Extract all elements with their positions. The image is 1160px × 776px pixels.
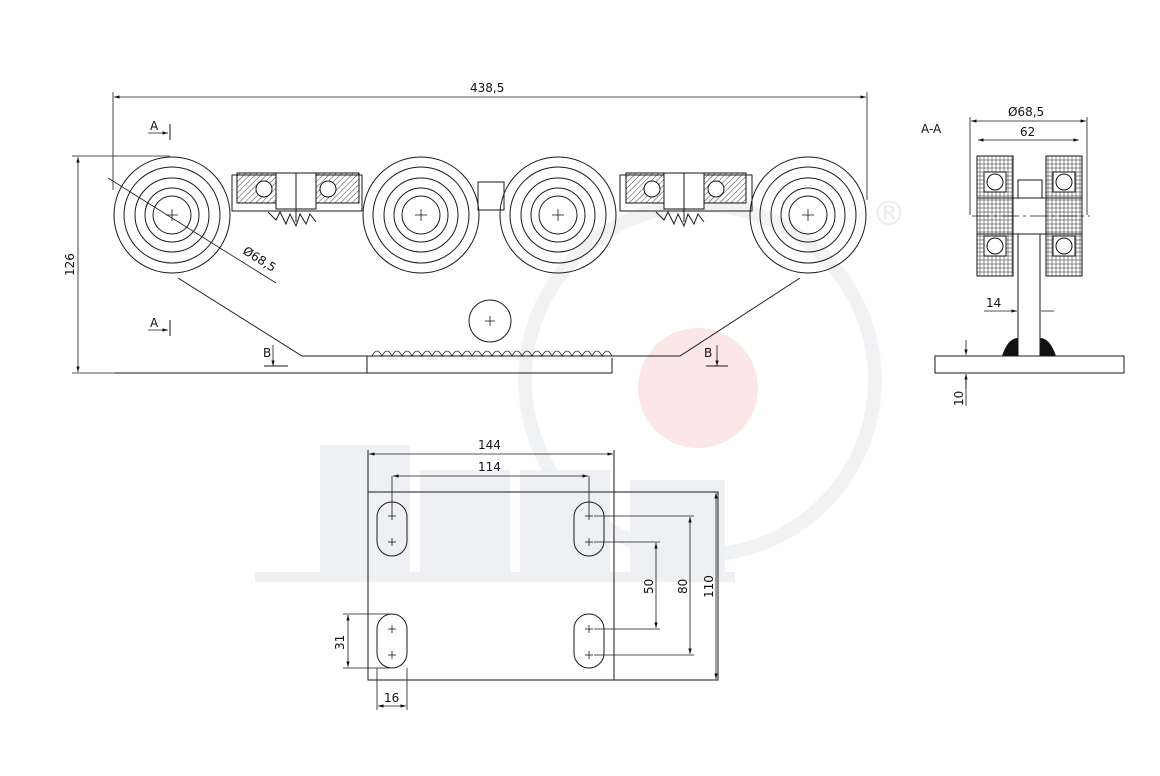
dim-section-width: 62 — [1020, 125, 1035, 139]
wheel-3 — [499, 156, 617, 274]
detail-marker-b-left: B — [263, 346, 271, 360]
dim-plate-width: 144 — [478, 438, 501, 452]
section-view: A-A Ø68,5 62 14 — [921, 105, 1125, 406]
dim-section-diameter: Ø68,5 — [1008, 105, 1044, 119]
slot-bottom-left — [376, 613, 408, 669]
dim-plate-thickness: 10 — [952, 391, 966, 406]
bearing-section-right — [625, 172, 747, 228]
wheel-4 — [749, 156, 867, 274]
bearing-section-left — [236, 172, 360, 228]
detail-marker-b-right: B — [704, 346, 712, 360]
dim-slot-width: 16 — [384, 691, 399, 705]
dim-slot-height: 31 — [333, 635, 347, 650]
plate-view: 144 114 50 — [333, 438, 719, 710]
dim-overall-length: 438,5 — [470, 81, 504, 95]
registered-mark: ® — [872, 194, 906, 234]
slot-top-right — [573, 501, 605, 557]
wheel-2 — [362, 156, 480, 274]
dim-height: 126 — [63, 253, 77, 276]
dim-stem-width: 14 — [986, 296, 1001, 310]
section-title: A-A — [921, 122, 942, 136]
dim-wheel-diameter: Ø68,5 — [240, 244, 278, 275]
dim-plate-depth: 110 — [702, 575, 716, 598]
dim-hole-spacing-x: 114 — [478, 460, 501, 474]
section-marker-a-bottom: A — [150, 316, 159, 330]
section-marker-a-top: A — [150, 119, 159, 133]
wheel-1 — [113, 156, 231, 274]
slot-bottom-right — [573, 613, 605, 669]
watermark-logo — [255, 198, 882, 582]
dim-hole-spacing-y: 80 — [676, 579, 690, 594]
front-view: 438,5 126 Ø68,5 A A B — [63, 81, 868, 374]
dim-slot-length: 50 — [642, 579, 656, 594]
slot-top-left — [376, 501, 408, 557]
